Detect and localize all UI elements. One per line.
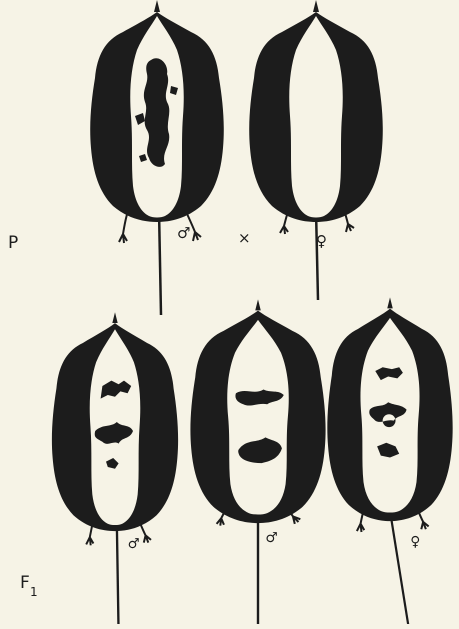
cross-symbol: × bbox=[238, 229, 251, 247]
tail bbox=[316, 210, 318, 300]
sex-symbol-male: ♂ bbox=[265, 530, 277, 546]
tail bbox=[117, 521, 119, 624]
tip bbox=[154, 0, 160, 12]
f1-generation: F 1 ♂ ♂ bbox=[20, 297, 453, 624]
tip bbox=[387, 297, 393, 308]
f1-male-specimen-2: ♂ bbox=[190, 299, 325, 624]
sex-symbol-male: ♂ bbox=[128, 536, 140, 552]
sex-symbol-female: ♀ bbox=[316, 232, 327, 250]
sex-symbol-male: ♂ bbox=[177, 224, 190, 242]
sex-symbol-female: ♀ bbox=[410, 534, 420, 550]
generation-label-f: F bbox=[20, 573, 30, 593]
tail bbox=[159, 210, 161, 315]
f1-male-specimen-1: ♂ bbox=[52, 312, 178, 624]
parent-male-specimen: ♂ bbox=[90, 0, 224, 315]
tip bbox=[112, 312, 117, 323]
median-patch bbox=[144, 58, 169, 167]
tail bbox=[390, 511, 408, 624]
tip bbox=[255, 299, 261, 310]
generation-label-p: P bbox=[8, 233, 18, 253]
parent-female-specimen: ♀ bbox=[249, 0, 383, 300]
parental-generation: P ♂ × ♀ bbox=[8, 0, 383, 315]
generation-label-subscript: 1 bbox=[30, 585, 38, 599]
f1-female-specimen: ♀ bbox=[327, 297, 452, 624]
tip bbox=[313, 0, 319, 12]
